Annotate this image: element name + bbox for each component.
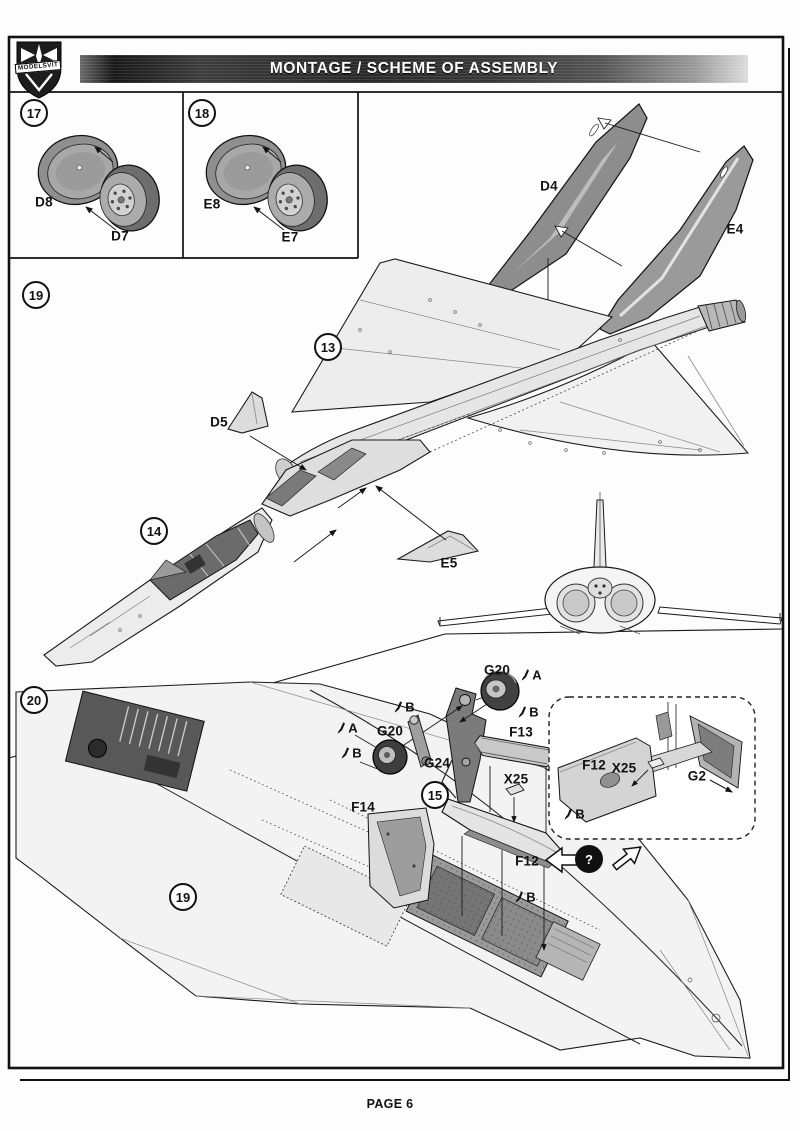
part-label-g24: G24 bbox=[423, 755, 451, 771]
splitter-parts-art bbox=[227, 391, 480, 563]
assembly-badge-14: 14 bbox=[140, 517, 168, 545]
part-label-e8: E8 bbox=[203, 196, 221, 212]
part-label-g20-left: G20 bbox=[376, 723, 404, 739]
part-label-f12: F12 bbox=[515, 853, 539, 869]
intake-section-art bbox=[261, 439, 431, 517]
paint-brush-icon bbox=[518, 706, 527, 718]
assembly-badge-15: 15 bbox=[421, 781, 449, 809]
part-label-d8: D8 bbox=[35, 194, 53, 210]
step-badge-17: 17 bbox=[20, 99, 48, 127]
assembly-badge-13: 13 bbox=[314, 333, 342, 361]
part-label-f12-inset: F12 bbox=[582, 757, 606, 773]
paint-brush-icon bbox=[337, 722, 346, 734]
part-label-e5: E5 bbox=[440, 555, 458, 571]
question-badge: ? bbox=[575, 845, 603, 873]
landing-gear-parts-art bbox=[354, 670, 563, 951]
part-label-g2: G2 bbox=[687, 768, 707, 784]
page-title: MONTAGE / SCHEME OF ASSEMBLY bbox=[269, 60, 559, 77]
paint-brush-icon bbox=[521, 669, 530, 681]
part-label-d7: D7 bbox=[111, 228, 129, 244]
paint-callout-b-strut: B bbox=[393, 700, 415, 715]
assembly-badge-19: 19 bbox=[169, 883, 197, 911]
step-badge-18: 18 bbox=[188, 99, 216, 127]
rear-view-art bbox=[437, 492, 783, 635]
paint-callout-a-fuselage: A bbox=[336, 721, 358, 736]
page-frame bbox=[7, 35, 790, 1081]
wheel-assembly-art bbox=[37, 134, 160, 232]
paint-callout-b-inset: B bbox=[563, 807, 585, 822]
paint-brush-icon bbox=[515, 891, 524, 903]
part-label-x25: X25 bbox=[503, 771, 529, 787]
paint-callout-b-wheel: B bbox=[517, 705, 539, 720]
paint-brush-icon bbox=[341, 747, 350, 759]
part-label-x25-inset: X25 bbox=[611, 760, 637, 776]
part-label-d5: D5 bbox=[210, 414, 228, 430]
title-bar: MONTAGE / SCHEME OF ASSEMBLY bbox=[80, 55, 748, 83]
footer-page-number: PAGE 6 bbox=[366, 1097, 414, 1111]
part-label-f13: F13 bbox=[509, 724, 533, 740]
step-badge-19: 19 bbox=[22, 281, 50, 309]
inset-detail-box bbox=[548, 696, 756, 840]
nose-section-art bbox=[43, 507, 337, 667]
part-label-g20-top: G20 bbox=[483, 662, 511, 678]
flip-arrows-art bbox=[544, 846, 642, 874]
paint-callout-b-door: B bbox=[514, 890, 536, 905]
part-label-e7: E7 bbox=[281, 229, 299, 245]
paint-callout-b-fuselage: B bbox=[340, 746, 362, 761]
part-label-e4: E4 bbox=[726, 221, 744, 237]
step-badge-20: 20 bbox=[20, 686, 48, 714]
paint-callout-a-wheel: A bbox=[520, 668, 542, 683]
fin-parts-art bbox=[483, 103, 754, 335]
modelsvit-logo: MODELSVIT bbox=[14, 36, 64, 100]
part-label-d4: D4 bbox=[540, 178, 558, 194]
paint-brush-icon bbox=[394, 701, 403, 713]
part-label-f14: F14 bbox=[351, 799, 375, 815]
paint-brush-icon bbox=[564, 808, 573, 820]
